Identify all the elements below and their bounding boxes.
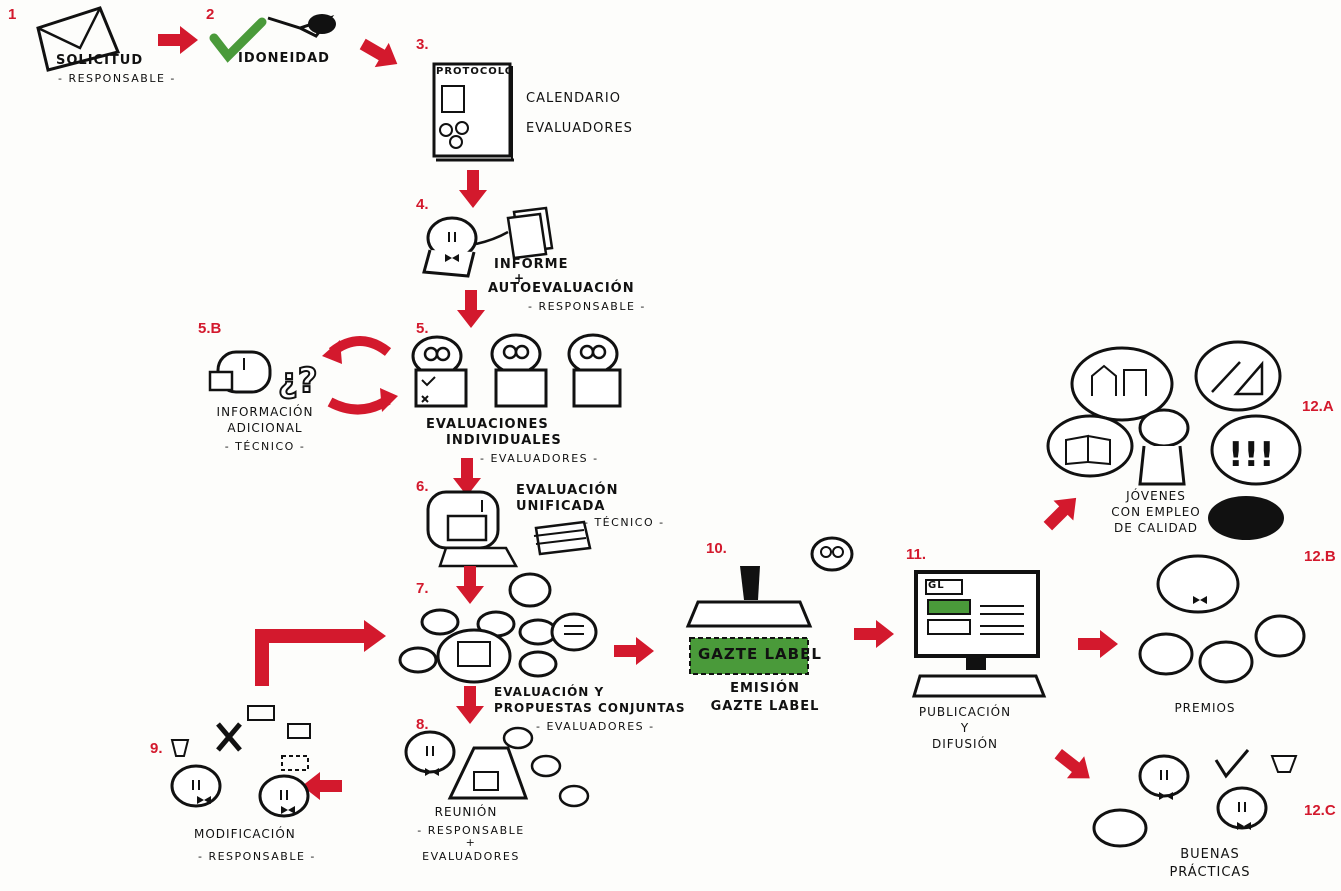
step-12a-line3: DE CALIDAD — [1114, 521, 1198, 535]
papers-icon — [475, 206, 554, 260]
step-11-line1: PUBLICACIÓN — [918, 705, 1012, 719]
beret-icon — [1208, 496, 1284, 540]
arrow-11-12b — [1078, 630, 1118, 658]
step-11-number: 11. — [906, 546, 927, 563]
speech-bubble-icon — [508, 572, 598, 652]
step-11-line2: Y — [960, 721, 970, 735]
arrow-10-11 — [854, 620, 894, 648]
arrow-11-12c — [1049, 742, 1099, 790]
modification-icon — [170, 705, 311, 818]
joint-evaluation-icon — [398, 608, 558, 684]
arrow-7-8 — [456, 686, 484, 724]
crowd-icon — [1138, 554, 1306, 684]
step-9-title: MODIFICACIÓN — [194, 827, 296, 841]
book-icon — [1046, 414, 1134, 478]
step-8-role2: EVALUADORES — [422, 850, 520, 863]
step-4-report: INFORME — [494, 257, 569, 272]
step-2-number: 2 — [206, 6, 215, 23]
step-1-number: 1 — [8, 6, 17, 23]
step-10-stamp-text: GAZTE LABEL — [698, 645, 822, 663]
step-3-protocol: PROTOCOLO — [436, 66, 515, 77]
houses-icon — [1070, 346, 1174, 422]
loop-arrow-9-7 — [255, 620, 386, 686]
step-6-line2: UNIFICADA — [516, 499, 606, 514]
stamp-icon — [685, 536, 854, 675]
step-12a-line1: JÓVENES — [1126, 489, 1186, 503]
step-5b-line1: INFORMACIÓN — [216, 405, 314, 419]
step-5b-line2: ADICIONAL — [227, 421, 303, 435]
step-1-role: - RESPONSABLE - — [58, 72, 176, 85]
good-practice-icon — [1092, 749, 1298, 848]
step-8-title: REUNIÓN — [434, 805, 498, 819]
step-5b-number: 5.B — [198, 320, 222, 337]
computer-icon — [426, 490, 592, 568]
step-5-role: - EVALUADORES - — [480, 452, 599, 465]
step-10-number: 10. — [706, 540, 727, 557]
step-4-self-assessment: AUTOEVALUACIÓN — [488, 281, 635, 296]
step-12c-number: 12.C — [1304, 802, 1336, 819]
cycle-arrows — [322, 336, 398, 415]
arrow-6-7 — [456, 566, 484, 604]
step-5-line2: INDIVIDUALES — [446, 433, 562, 448]
step-12c-line1: BUENAS — [1180, 847, 1240, 862]
step-7-line1: EVALUACIÓN Y — [494, 685, 605, 699]
step-6-role: - TÉCNICO - — [584, 516, 665, 529]
step-12a-number: 12.A — [1302, 398, 1334, 415]
step-3-calendar: CALENDARIO — [526, 91, 621, 106]
step-6-number: 6. — [416, 478, 429, 495]
step-5-line1: EVALUACIONES — [426, 417, 549, 432]
svg-text:¿?: ¿? — [278, 361, 317, 401]
step-1-title: SOLICITUD — [56, 53, 144, 68]
arrow-11-12a — [1037, 487, 1087, 537]
step-6-line1: EVALUACIÓN — [516, 483, 619, 498]
step-10-line2: GAZTE LABEL — [710, 699, 820, 714]
evaluator-group-icon — [411, 333, 622, 408]
step-5b-role: - TÉCNICO - — [224, 440, 306, 453]
step-12c-line2: PRÁCTICAS — [1169, 865, 1251, 880]
step-7-number: 7. — [416, 580, 429, 597]
monitor-icon — [911, 570, 1047, 698]
protocol-book-icon — [432, 62, 514, 162]
step-12a-line2: CON EMPLEO — [1111, 505, 1201, 519]
check-pen-icon — [209, 14, 336, 63]
arrow-7-10 — [614, 637, 654, 665]
step-2-title: IDONEIDAD — [238, 51, 330, 66]
step-8-number: 8. — [416, 716, 429, 733]
envelope-icon — [36, 6, 121, 72]
arrow-1-2 — [158, 26, 198, 54]
step-4-role: - RESPONSABLE - — [528, 300, 646, 313]
lightbulb-icon — [170, 739, 190, 757]
step-7-line2: PROPUESTAS CONJUNTAS — [494, 701, 686, 715]
step-3-evaluators: EVALUADORES — [526, 121, 633, 136]
character-icon — [422, 216, 478, 278]
step-4-plus: + — [514, 271, 526, 285]
question-mark-icon: ¿? — [277, 360, 318, 402]
technician-icon — [208, 350, 272, 394]
step-5-number: 5. — [416, 320, 429, 337]
arrow-2-3 — [355, 31, 405, 77]
step-8-plus: + — [465, 836, 477, 849]
arrow-5-6 — [453, 458, 481, 496]
step-4-number: 4. — [416, 196, 429, 213]
step-10-line1: EMISIÓN — [730, 681, 800, 696]
step-11-line3: DIFUSIÓN — [931, 737, 999, 751]
young-person-icon — [1138, 408, 1190, 486]
arrow-4-5 — [457, 290, 485, 328]
step-12b-number: 12.B — [1304, 548, 1336, 565]
arrow-3-4 — [459, 170, 487, 208]
svg-text:!!!: !!! — [1228, 435, 1275, 475]
step-3-number: 3. — [416, 36, 429, 53]
meeting-icon — [404, 726, 590, 808]
step-9-role: - RESPONSABLE - — [198, 850, 316, 863]
step-8-role1: - RESPONSABLE — [417, 824, 525, 837]
step-7-role: - EVALUADORES - — [536, 720, 655, 733]
step-9-number: 9. — [150, 740, 163, 757]
exclamation-icon: !!! — [1210, 414, 1302, 486]
tools-icon — [1194, 340, 1282, 412]
step-11-screen-label: GL — [928, 580, 945, 591]
step-12b-title: PREMIOS — [1174, 701, 1236, 715]
